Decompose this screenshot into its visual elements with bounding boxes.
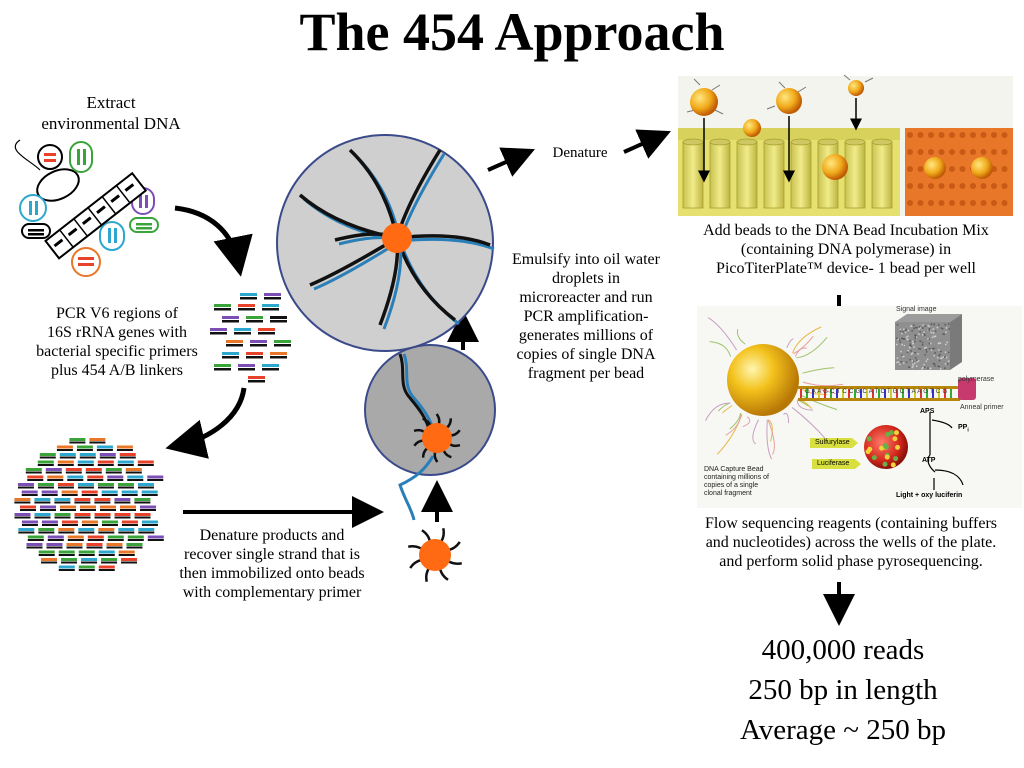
- light-label: Light + oxy luciferin: [896, 492, 963, 499]
- pcr-line-2: 16S rRNA genes with: [47, 324, 187, 341]
- flow-label: Flow sequencing reagents (containing buf…: [680, 514, 1022, 571]
- capture-bead-label: DNA Capture Bead containing millions of …: [704, 466, 769, 498]
- emulsify-line-2: droplets in: [552, 270, 620, 287]
- denature-recover-line-2: recover single strand that is: [184, 546, 360, 563]
- denature-recover-line-1: Denature products and: [199, 527, 345, 544]
- arrow-extract-to-pcr: [174, 205, 253, 277]
- emulsify-line-5: generates millions of: [518, 327, 654, 344]
- results-summary: 400,000 reads 250 bp in length Average ~…: [690, 630, 996, 750]
- pyrosequencing-image: [697, 306, 1022, 508]
- signal-image-label: Signal image: [896, 306, 937, 313]
- emulsion-droplet-large: [276, 134, 495, 352]
- pcr-products-cluster: [14, 438, 164, 571]
- pcr-line-3: bacterial specific primers: [36, 343, 198, 360]
- bacteria-cell-illustration: [14, 139, 159, 277]
- sulfurylase-label: Sulfurylase: [815, 439, 850, 446]
- arrow-to-denature: [487, 147, 535, 177]
- pcr-line-4: plus 454 A/B linkers: [50, 362, 183, 379]
- capture-bead-line-2: containing millions of: [704, 474, 769, 481]
- arrow-pcr-to-products: [165, 387, 247, 459]
- page-title: The 454 Approach: [299, 2, 725, 62]
- extract-line-1: Extract: [86, 93, 136, 112]
- emulsify-line-7: fragment per bead: [527, 365, 645, 382]
- add-beads-line-3: PicoTiterPlate™ device- 1 bead per well: [716, 260, 976, 277]
- flow-line-2: and nucleotides) across the wells of the…: [705, 534, 997, 551]
- emulsify-line-4: PCR amplification-: [523, 308, 649, 325]
- ppi-text: PP: [958, 424, 968, 431]
- denature-recover-line-4: with complementary primer: [182, 584, 362, 601]
- capture-bead-line-4: clonal fragment: [704, 490, 752, 497]
- arrow-denature-to-plate: [623, 129, 671, 159]
- aps-label: APS: [920, 408, 935, 415]
- add-beads-line-2: (containing DNA polymerase) in: [740, 241, 952, 258]
- emulsify-line-1: Emulsify into oil water: [512, 251, 660, 268]
- atp-label: ATP: [922, 457, 936, 464]
- luciferase-label: Luciferase: [817, 460, 850, 467]
- denature-recover-label: Denature products and recover single str…: [172, 526, 372, 602]
- capture-bead-line-1: DNA Capture Bead: [704, 466, 764, 473]
- results-length: 250 bp in length: [748, 674, 938, 706]
- denature-recover-line-3: then immobilized onto beads: [179, 565, 365, 582]
- denature-label: Denature: [552, 145, 608, 161]
- capture-bead-line-3: copies of a single: [704, 482, 759, 489]
- anneal-primer-label: Anneal primer: [960, 404, 1004, 411]
- flow-line-3: and perform solid phase pyrosequencing.: [719, 553, 983, 570]
- ppi-label: PPi: [958, 424, 969, 433]
- flow-line-1: Flow sequencing reagents (containing buf…: [704, 515, 998, 532]
- sequence-label: G A A G C T C C G C A T C T G C T A A G …: [805, 389, 948, 395]
- pcr-label: PCR V6 regions of 16S rRNA genes with ba…: [22, 304, 212, 380]
- pcr-line-1: PCR V6 regions of: [56, 305, 178, 322]
- polymerase-label: polymerase: [958, 376, 995, 383]
- primer-bead: [407, 527, 463, 583]
- results-reads: 400,000 reads: [761, 634, 925, 666]
- add-beads-label: Add beads to the DNA Bead Incubation Mix…: [676, 221, 1016, 278]
- add-beads-line-1: Add beads to the DNA Bead Incubation Mix: [703, 222, 989, 239]
- results-average: Average ~ 250 bp: [739, 714, 946, 746]
- pcr-fragments-cluster: [210, 293, 291, 383]
- emulsion-droplet-small: [364, 344, 496, 521]
- extract-label: Extract environmental DNA: [20, 92, 202, 134]
- ppi-subscript: i: [967, 427, 969, 434]
- emulsify-line-6: copies of single DNA: [516, 346, 656, 363]
- emulsify-line-3: microreacter and run: [519, 289, 653, 306]
- picotiterplate-image: [678, 74, 1013, 216]
- emulsify-label: Emulsify into oil water droplets in micr…: [498, 250, 674, 383]
- extract-line-2: environmental DNA: [41, 114, 181, 133]
